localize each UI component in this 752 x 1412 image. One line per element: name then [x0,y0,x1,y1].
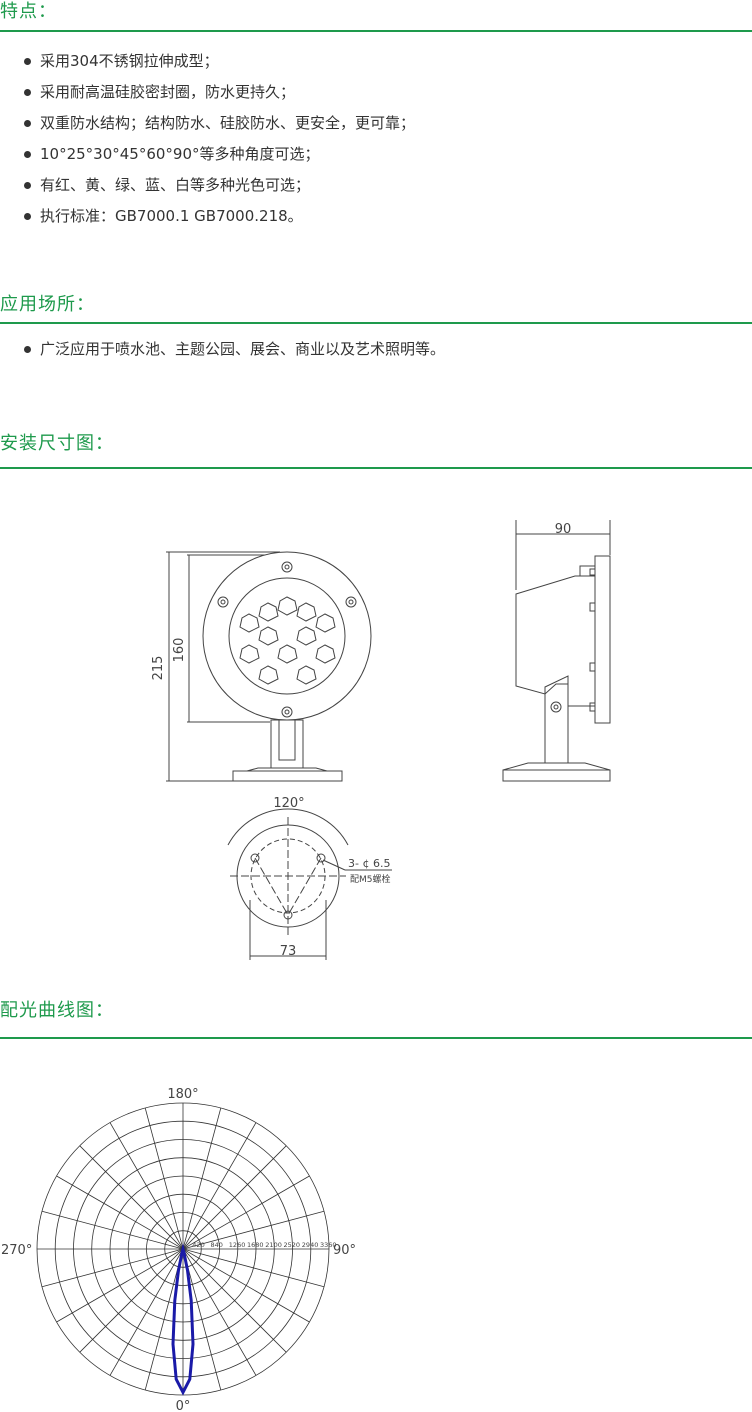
list-item: 有红、黄、绿、蓝、白等多种光色可选； [24,174,415,197]
photometric-divider [0,1037,752,1039]
bullet-icon [24,89,31,96]
dimension-side-width-label: 90 [555,522,572,537]
angle-label-top: 180° [167,1087,198,1102]
radial-scale-label: 2940 [302,1241,319,1249]
bullet-icon [24,120,31,127]
bullet-icon [24,182,31,189]
bullet-icon [24,151,31,158]
photometric-title: 配光曲线图： [0,1000,114,1021]
front-outer-ring [202,551,372,721]
applications-list: 广泛应用于喷水池、主题公园、展会、商业以及艺术照明等。 [24,338,445,361]
list-item: 采用耐高温硅胶密封圈，防水更持久； [24,81,415,104]
dimension-hole-label: 3- ¢ 6.5 [348,857,390,870]
radial-scale-label: 2100 [265,1241,282,1249]
radial-scale-label: 420 [192,1241,204,1249]
bullet-icon [24,346,31,353]
bullet-icon [24,58,31,65]
applications-divider [0,322,752,324]
features-list: 采用304不锈钢拉伸成型； 采用耐高温硅胶密封圈，防水更持久； 双重防水结构；结… [24,50,415,228]
features-divider [0,30,752,32]
dimension-angle-label: 120° [273,796,304,811]
list-item: 广泛应用于喷水池、主题公园、展会、商业以及艺术照明等。 [24,338,445,361]
dimensions-title: 安装尺寸图： [0,433,114,454]
list-item: 双重防水结构；结构防水、硅胶防水、更安全，更可靠； [24,112,415,135]
angle-label-bottom: 0° [176,1399,191,1412]
features-title: 特点： [0,1,57,22]
radial-scale-label: 3360 [320,1241,337,1249]
dimension-diameter-label: 160 [172,638,187,663]
screw-heads [217,561,357,718]
list-item: 执行标准：GB7000.1 GB7000.218。 [24,205,415,228]
light-distribution-curve [171,1243,195,1396]
dimension-drawing: 215 160 90 120° 3- ¢ 6.5 配M5螺栓 73 [151,520,611,960]
radial-scale-label: 1260 [229,1241,246,1249]
radial-scale-label: 1680 [247,1241,264,1249]
bullet-icon [24,213,31,220]
angle-label-right: 90° [333,1243,356,1258]
applications-title: 应用场所： [0,294,95,315]
dimension-height-label: 215 [151,656,166,681]
list-item: 采用304不锈钢拉伸成型； [24,50,415,73]
angle-label-left: 270° [1,1243,32,1258]
radial-scale-label: 2520 [284,1241,301,1249]
list-item: 10°25°30°45°60°90°等多种角度可选； [24,143,415,166]
dimensions-divider [0,467,752,469]
dimension-base-width-label: 73 [280,944,297,959]
led-lens-group [239,596,336,685]
dimension-bolt-label: 配M5螺栓 [350,873,391,885]
radial-scale-label: 840 [211,1241,223,1249]
